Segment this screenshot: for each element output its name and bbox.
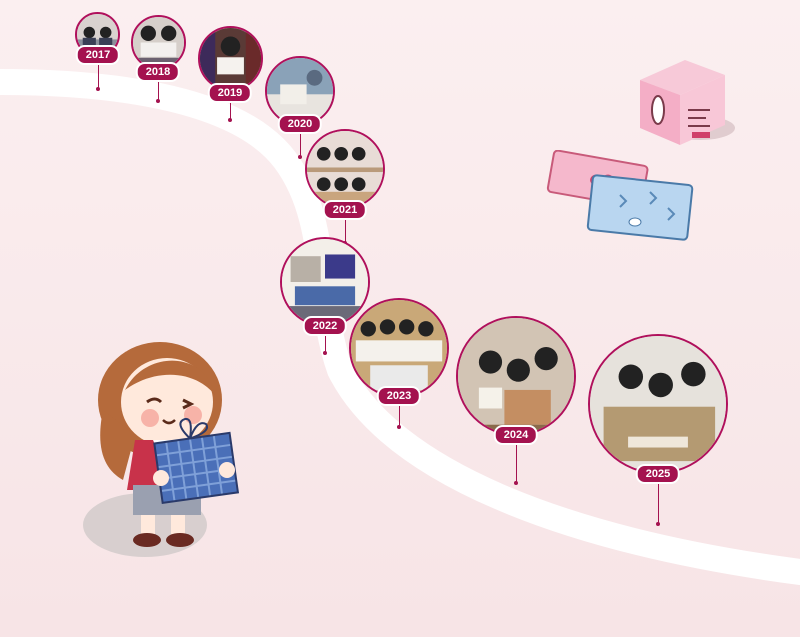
milestone-photo — [349, 298, 449, 398]
milestone-photo — [588, 334, 728, 474]
photo-illustration — [458, 318, 574, 434]
photo-illustration — [590, 336, 726, 472]
milestone-year: 2017 — [75, 45, 121, 65]
pad-box-icon — [640, 60, 735, 145]
milestone-photo — [131, 15, 186, 70]
milestone-year: 2020 — [277, 114, 323, 134]
milestone-photo — [198, 26, 263, 91]
milestone-year: 2019 — [207, 83, 253, 103]
milestone-year: 2024 — [493, 425, 539, 445]
milestone-year: 2022 — [302, 316, 348, 336]
milestone-photo — [456, 316, 576, 436]
photo-illustration — [133, 17, 184, 68]
photo-illustration — [351, 300, 447, 396]
milestone-year: 2018 — [135, 62, 181, 82]
photo-illustration — [267, 58, 333, 124]
pad-pack-icon — [546, 150, 694, 241]
milestone-year: 2025 — [635, 464, 681, 484]
milestone-photo — [305, 129, 385, 209]
photo-illustration — [200, 28, 261, 89]
girl-with-gift-illustration — [83, 342, 240, 557]
milestone-year: 2023 — [376, 386, 422, 406]
photo-illustration — [307, 131, 383, 207]
milestone-year: 2021 — [322, 200, 368, 220]
